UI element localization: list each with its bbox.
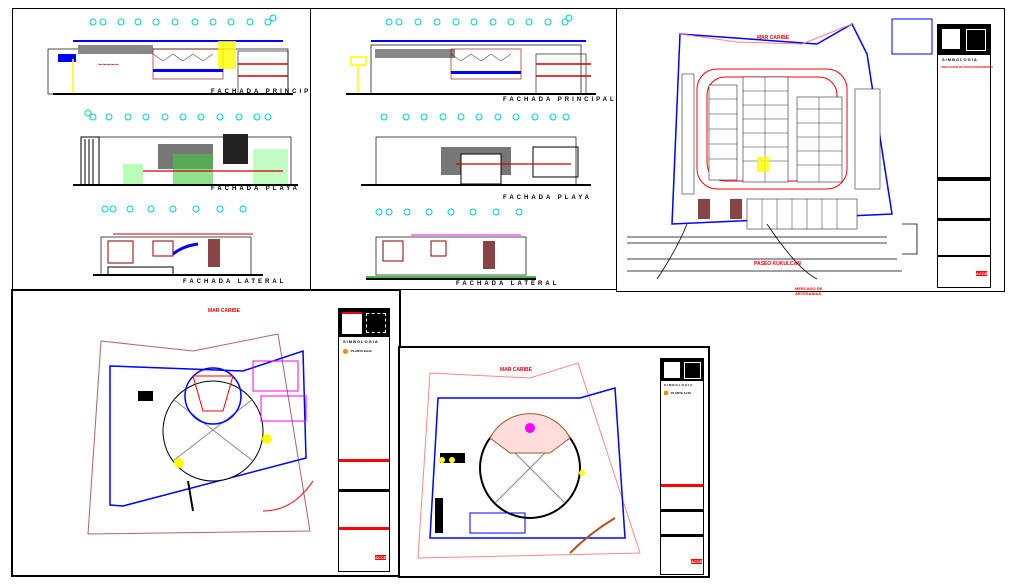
sea-label: MAR CARIBE [757, 35, 789, 41]
view-title: FACHADA PRINCIPAL [503, 97, 617, 103]
logo-area [661, 359, 703, 381]
view-title: FACHADA PLAYA [503, 195, 593, 201]
title-block: SIMBOLOGIA PLANTA BAJA ACCE [338, 308, 390, 572]
title-block: SIMBOLOGIA UBICACION DE ESTACIONAMIENTO … [937, 24, 993, 288]
building-logo-icon [942, 29, 960, 49]
title-block-note: PLANTA ALTA [671, 391, 692, 395]
north-arrow-icon [366, 313, 386, 333]
axis-bubbles [84, 14, 277, 213]
building-logo-icon [664, 362, 680, 378]
sea-label: MAR CARIBE [208, 308, 240, 314]
svg-text:~~~~~: ~~~~~ [98, 62, 118, 69]
parking-blocks [681, 73, 881, 230]
view-title: FACHADA LATERAL [183, 279, 287, 285]
site-plan-drawing [627, 18, 933, 280]
street-label: PASEO KUKULCAN [754, 261, 801, 267]
legend-symbol-icon [343, 349, 348, 354]
facade-playa-drawing [73, 134, 298, 186]
elevations-drawing-2 [346, 14, 596, 280]
axis-bubbles [375, 14, 573, 216]
north-arrow-icon [684, 362, 701, 379]
north-arrow-icon [966, 29, 986, 51]
title-block-section: SIMBOLOGIA [664, 383, 694, 387]
sea-label: MAR CARIBE [500, 367, 532, 373]
building-logo-icon [342, 312, 362, 334]
sheet-floor-plan-1[interactable]: MAR CARIBE SIMBOLOGIA PLANTA BAJA ACCE [11, 289, 401, 577]
view-title: FACHADA PRINCIPAL [211, 89, 325, 95]
title-block-section: SIMBOLOGIA [942, 57, 978, 62]
firm-label: ACCE [375, 555, 387, 560]
view-title: FACHADA PLAYA [211, 186, 301, 192]
facade-lateral-drawing [366, 234, 536, 280]
title-block-note: UBICACION DE ESTACIONAMIENTO [941, 65, 993, 69]
market-label: MERCADO DE ARTESANIAS [795, 286, 823, 296]
roads [627, 223, 918, 280]
logo-area [938, 25, 990, 55]
sheet-elevations-1[interactable]: ~~~~~ [12, 8, 322, 290]
elevations-drawing-1: ~~~~~ [47, 14, 298, 276]
firm-label: ACCE [976, 271, 988, 276]
logo-area [339, 309, 389, 337]
facade-principal-drawing [346, 40, 596, 95]
title-block-section: SIMBOLOGIA [343, 339, 379, 344]
facade-principal-drawing: ~~~~~ [47, 40, 293, 95]
title-block: SIMBOLOGIA PLANTA ALTA ACCE [660, 358, 704, 575]
floor-plan-drawing-2 [417, 362, 641, 559]
floor-plan-drawing-1 [87, 333, 314, 535]
view-title: FACHADA LATERAL [456, 281, 560, 287]
facade-playa-drawing [361, 136, 591, 186]
sheet-site-plan[interactable]: MAR CARIBE PASEO KUKULCAN MERCADO DE ART… [616, 8, 1005, 296]
firm-label: ACCE [691, 559, 703, 564]
sheet-elevations-2[interactable]: FACHADA PRINCIPAL FACHADA PLAYA FACHADA … [310, 8, 618, 290]
sheet-floor-plan-2[interactable]: MAR CARIBE SIMBOLOGIA PLANTA ALTA ACCE [398, 346, 710, 578]
legend-symbol-icon [664, 391, 668, 395]
facade-lateral-drawing [93, 233, 263, 276]
title-block-note: PLANTA BAJA [351, 349, 372, 353]
